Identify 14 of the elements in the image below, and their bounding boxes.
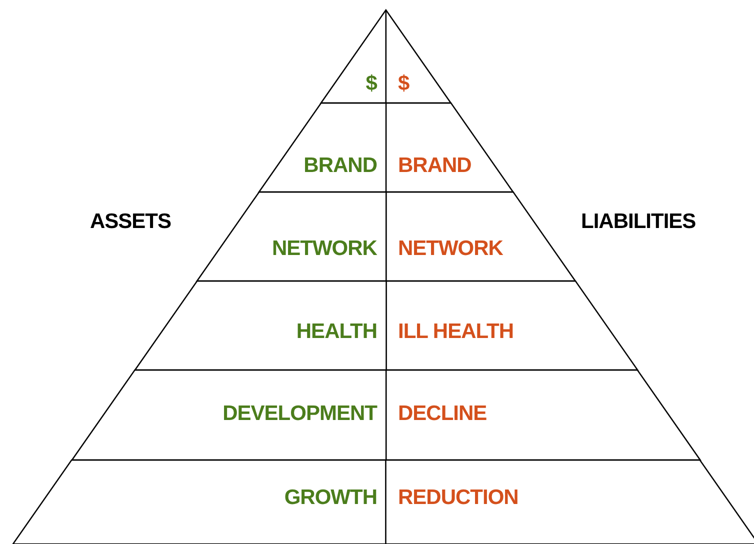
liability-label: $ bbox=[398, 72, 410, 96]
asset-label: GROWTH bbox=[284, 486, 377, 510]
asset-label: $ bbox=[366, 72, 377, 96]
side-heading: LIABILITIES bbox=[581, 210, 696, 234]
asset-label: BRAND bbox=[304, 154, 377, 178]
asset-label: HEALTH bbox=[296, 320, 377, 344]
asset-label: DEVELOPMENT bbox=[222, 402, 377, 426]
liability-label: NETWORK bbox=[398, 237, 503, 261]
liability-label: ILL HEALTH bbox=[398, 320, 514, 344]
asset-label: NETWORK bbox=[272, 237, 377, 261]
liability-label: REDUCTION bbox=[398, 486, 518, 510]
liability-label: DECLINE bbox=[398, 402, 487, 426]
side-heading: ASSETS bbox=[90, 210, 172, 234]
liability-label: BRAND bbox=[398, 154, 472, 178]
